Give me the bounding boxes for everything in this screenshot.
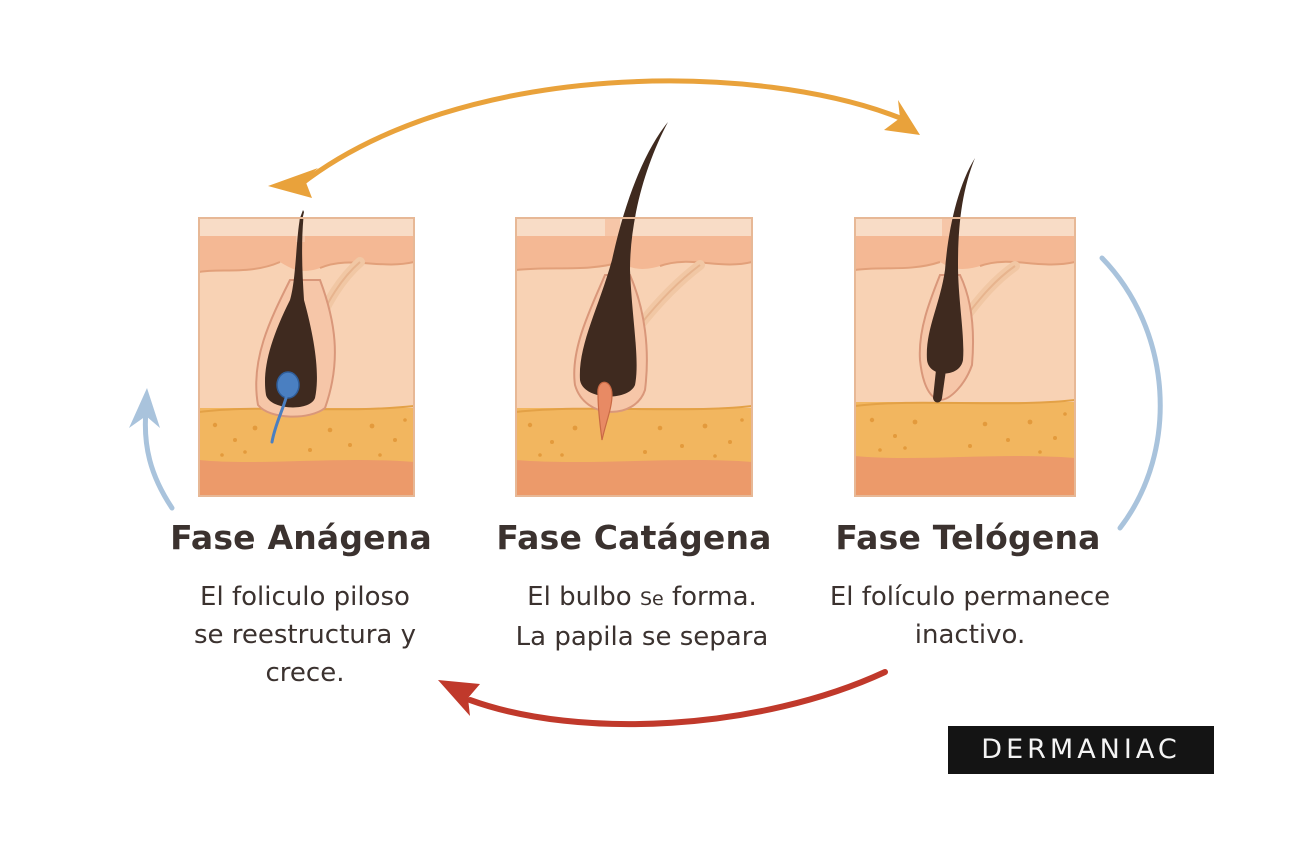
catagen-text-small: Se: [639, 588, 664, 610]
catagen-skin-panel: [515, 122, 753, 497]
left-cycle-arrow: [129, 388, 175, 511]
dermaniac-logo: DERMANIAC: [948, 726, 1214, 774]
anagen-description-line: El foliculo piloso: [200, 582, 410, 612]
telogen-title: Fase Telógena: [835, 518, 1101, 557]
telogen-skin-panel: [854, 158, 1076, 497]
catagen-description-line-2: La papila se separa: [515, 622, 769, 652]
telogen-description-line: inactivo.: [914, 620, 1026, 650]
anagen-description-line: crece.: [265, 658, 345, 688]
right-cycle-arrow: [1099, 255, 1163, 531]
anagen-skin-panel: [198, 210, 415, 497]
anagen-title: Fase Anágena: [170, 518, 432, 557]
bottom-cycle-arrow: [438, 669, 888, 728]
anagen-description: El foliculo piloso se reestructura y cre…: [125, 578, 485, 692]
top-cycle-arrow: [268, 78, 920, 198]
catagen-text-b: forma.: [663, 582, 757, 612]
telogen-description-line: El folículo permanece: [829, 582, 1111, 612]
catagen-text-a: El bulbo: [527, 582, 640, 612]
telogen-description: El folículo permanece inactivo.: [790, 578, 1150, 654]
catagen-description: El bulbo Se forma. La papila se separa: [462, 578, 822, 656]
catagen-title: Fase Catágena: [496, 518, 772, 557]
anagen-description-line: se reestructura y: [193, 620, 417, 650]
catagen-description-line-1: El bulbo Se forma.: [462, 578, 822, 618]
